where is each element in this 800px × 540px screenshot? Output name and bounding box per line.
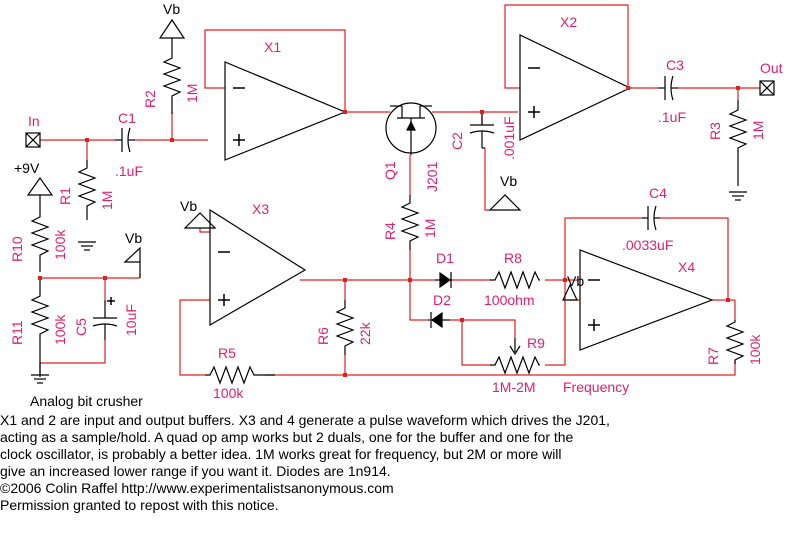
note-line: acting as a sample/hold. A quad op amp w… [0,429,574,445]
note-line: clock oscillator, is probably a better i… [0,446,562,462]
resistor-r7 [725,320,745,364]
r9-wiper-arrow [509,338,521,356]
c1-ref: C1 [118,110,136,126]
supply-9v-flag [26,176,54,196]
vb-flag-x3 [183,212,217,229]
jfet-q1 [385,102,437,155]
c2-ref: C2 [449,132,465,150]
diode-d2 [428,311,450,329]
r11-value: 100k [52,314,68,345]
vb-flag-r2 [158,18,186,39]
r5-value: 100k [213,385,244,401]
notes-block: X1 and 2 are input and output buffers. X… [0,412,800,514]
r9-ref: R9 [527,335,545,351]
r3-ref: R3 [707,122,723,140]
r8-value: 100ohm [484,292,535,308]
r6-value: 22k [357,321,373,345]
d1-ref: D1 [436,250,454,266]
r11-ref: R11 [9,320,25,345]
input-port [25,132,41,148]
resistor-r8 [490,270,540,290]
c5-value: 10uF [123,304,139,336]
r7-ref: R7 [705,347,721,365]
note-line: X1 and 2 are input and output buffers. X… [0,412,610,428]
capacitor-c4 [642,205,660,231]
schematic-title: Analog bit crusher [30,393,143,409]
opamp-x3 [209,208,307,327]
vb-flag-divider [123,246,141,278]
r6-ref: R6 [315,327,331,345]
r4-ref: R4 [382,222,398,240]
vb-label-c2: Vb [500,173,517,189]
c4-ref: C4 [649,185,667,201]
c3-value: .1uF [658,109,686,125]
x2-label: X2 [560,14,577,30]
opamp-x2 [519,34,632,141]
x3-label: X3 [252,201,269,217]
c4-value: .0033uF [622,237,673,253]
circuit-schematic: Vb Vb Vb Vb Vb +9V In Out X1 X2 X3 X4 C1… [9,1,783,401]
x1-label: X1 [264,39,281,55]
resistor-r11 [30,278,50,377]
resistor-r4 [400,195,420,250]
capacitor-c5 [92,300,118,340]
vb-flag-x4 [562,283,578,301]
input-label: In [28,113,40,129]
resistor-r3 [728,100,748,186]
capacitor-c2 [469,112,495,149]
resistor-r1 [77,160,97,220]
vb-label-divider: Vb [125,230,142,246]
r1-value: 1M [99,191,115,210]
r1-ref: R1 [57,187,73,205]
diode-d1 [435,271,452,289]
r7-value: 100k [747,334,763,365]
ground-r1 [78,241,96,251]
c1-value: .1uF [115,163,143,179]
supply-label: +9V [14,160,40,176]
d2-ref: D2 [433,292,451,308]
c2-value: .001uF [501,116,517,160]
x4-label: X4 [678,259,695,275]
c3-ref: C3 [666,57,684,73]
c5-ref: C5 [73,318,89,336]
capacitor-c1 [115,127,135,153]
r2-ref: R2 [142,90,158,108]
vb-label-x4: Vb [567,273,584,289]
r9-note: Frequency [563,379,629,395]
capacitor-c3 [658,75,678,101]
junctions [38,86,740,377]
q1-value: J201 [424,161,440,192]
vb-flag-c2 [488,194,522,211]
r10-ref: R10 [9,236,25,262]
r5-ref: R5 [218,345,236,361]
r2-value: 1M [184,84,200,103]
r4-value: 1M [422,219,438,238]
opamp-x4 [579,249,714,351]
r3-value: 1M [750,121,766,140]
output-port [759,80,775,96]
copyright-line: ©2006 Colin Raffel http://www.experiment… [0,480,394,496]
r9-value: 1M-2M [492,379,536,395]
q1-ref: Q1 [382,161,398,180]
vb-label-r2: Vb [163,1,180,17]
resistor-r10 [30,195,50,272]
resistor-r5 [205,365,275,385]
r8-ref: R8 [504,250,522,266]
permission-line: Permission granted to repost with this n… [0,497,279,513]
output-label: Out [760,60,783,76]
r10-value: 100k [52,229,68,260]
ground-r3 [729,191,747,201]
resistor-r6 [335,300,355,355]
opamp-x1 [224,61,347,161]
resistor-r2 [162,38,182,114]
resistor-r9 [490,355,540,375]
ground-r11 [31,363,49,384]
wires [40,4,760,376]
vb-label-x3: Vb [180,198,197,214]
note-line: give an increased lower range if you wan… [0,463,391,479]
